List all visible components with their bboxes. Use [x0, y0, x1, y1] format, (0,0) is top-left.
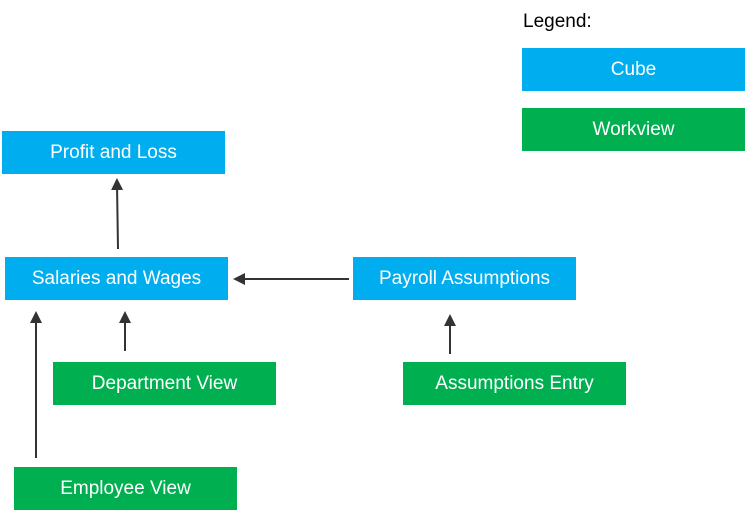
- legend-title: Legend:: [523, 11, 592, 32]
- node-department-view: Department View: [53, 362, 276, 405]
- legend-workview-label: Workview: [592, 118, 675, 140]
- node-salaries-and-wages-label: Salaries and Wages: [31, 267, 202, 289]
- edge-salaries-to-profit: [111, 178, 124, 250]
- node-assumptions-entry-label: Assumptions Entry: [435, 372, 594, 394]
- node-department-view-label: Department View: [91, 372, 238, 394]
- legend-cube-label: Cube: [610, 58, 657, 80]
- node-profit-and-loss: Profit and Loss: [2, 131, 225, 174]
- node-salaries-and-wages: Salaries and Wages: [5, 257, 228, 300]
- node-payroll-assumptions: Payroll Assumptions: [353, 257, 576, 300]
- node-payroll-assumptions-label: Payroll Assumptions: [378, 267, 551, 289]
- node-profit-and-loss-label: Profit and Loss: [50, 141, 177, 163]
- node-employee-view: Employee View: [14, 467, 237, 510]
- legend-workview-swatch: Workview: [522, 108, 745, 151]
- node-employee-view-label: Employee View: [60, 477, 191, 499]
- legend-cube-swatch: Cube: [522, 48, 745, 91]
- node-assumptions-entry: Assumptions Entry: [403, 362, 626, 405]
